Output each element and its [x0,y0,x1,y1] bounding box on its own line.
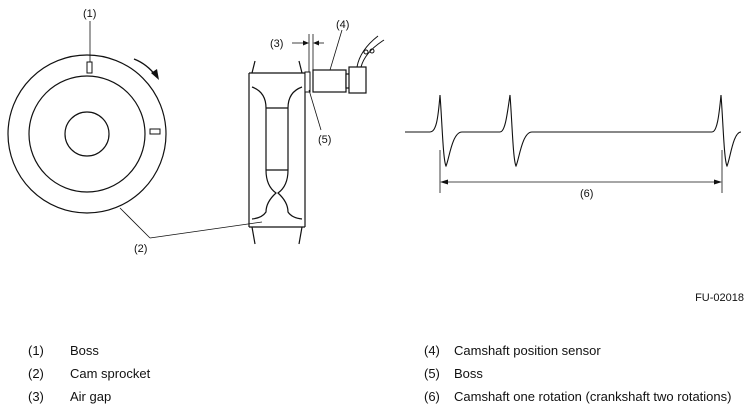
sensor-waveform [405,94,742,168]
sprocket-hub [64,111,110,157]
sprocket-outer-rim [7,54,167,214]
side-boss [304,71,311,93]
figure-code: FU-02018 [695,292,744,304]
legend-number: (3) [28,389,44,404]
legend-label: Camshaft position sensor [454,343,601,358]
sprocket-boss-top [86,61,93,74]
legend-label: Camshaft one rotation (crankshaft two ro… [454,389,732,404]
sprocket-side-view [248,60,306,245]
sprocket-inner-ring [28,75,146,193]
legend-label: Boss [70,343,99,358]
callout-6: (6) [580,188,593,200]
callout-5: (5) [318,134,331,146]
legend-number: (4) [424,343,440,358]
rotation-arrowhead-icon [151,69,159,80]
dim-arrowhead-right [714,179,722,185]
legend-item-6: (6) Camshaft one rotation (crankshaft tw… [424,389,731,405]
legend-item-3: (3) Air gap [28,389,111,405]
legend-number: (1) [28,343,44,358]
legend-number: (5) [424,366,440,381]
camshaft-position-sensor [312,66,367,94]
cam-sprocket [7,54,167,214]
legend-number: (2) [28,366,44,381]
legend-label: Boss [454,366,483,381]
legend-item-5: (5) Boss [424,366,483,382]
legend-item-4: (4) Camshaft position sensor [424,343,601,359]
legend-label: Cam sprocket [70,366,151,381]
air-gap-arrowhead-right [313,40,319,46]
sprocket-boss-side [149,128,161,135]
legend-item-1: (1) Boss [28,343,99,359]
callout-1: (1) [83,8,96,20]
leader-2b [149,221,263,239]
leader-4 [329,29,343,71]
callout-4: (4) [336,19,349,31]
air-gap-arrowhead-left [303,40,309,46]
dim-arrowhead-left [440,179,448,185]
sensor-wires [356,35,385,68]
callout-3: (3) [270,38,283,50]
callout-2: (2) [134,243,147,255]
leader-2a [119,207,151,239]
leader-5 [308,89,322,131]
legend-item-2: (2) Cam sprocket [28,366,150,382]
legend-label: Air gap [70,389,112,404]
legend-number: (6) [424,389,440,404]
